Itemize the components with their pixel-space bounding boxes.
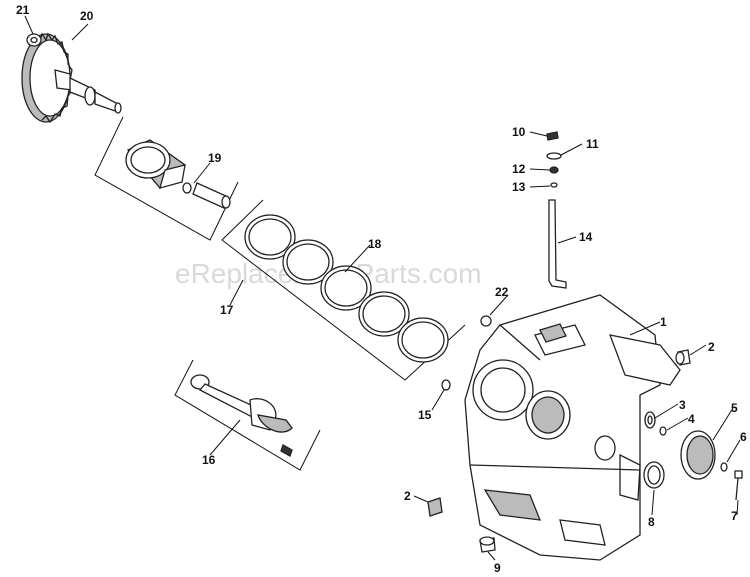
- callout-9: 9: [494, 561, 501, 575]
- callout-21: 14: [579, 230, 593, 244]
- piston-rings: [244, 214, 449, 363]
- piston-pin: [182, 182, 231, 209]
- camshaft: [21, 32, 122, 124]
- oil-seal: [644, 411, 656, 429]
- governor-shaft-parts: [546, 131, 567, 289]
- connecting-rod-bracket: [174, 359, 321, 471]
- bushing: [675, 349, 691, 366]
- callout-15: 20: [80, 9, 94, 23]
- shim-washer: [659, 426, 667, 436]
- leader-lines: [24, 15, 741, 561]
- callout-17: 10: [512, 125, 526, 139]
- dowel-pin: [480, 315, 492, 327]
- callout-6: 6: [740, 430, 747, 444]
- callout-1: 1: [660, 315, 667, 329]
- washer-6: [720, 462, 728, 472]
- callout-labels: 21 20 19 18 17 16 15 22 1 2 3 4 5 6 7 8 …: [16, 3, 747, 575]
- callout-11: 16: [202, 453, 216, 467]
- callout-7: 7: [731, 509, 738, 523]
- drain-plug: [479, 536, 496, 553]
- crankshaft-seal: [643, 461, 665, 489]
- dowel-2: [427, 497, 443, 517]
- callout-3: 3: [679, 398, 686, 412]
- connecting-rod: [190, 374, 293, 457]
- governor-gear: [680, 430, 716, 480]
- callout-10: 15: [418, 408, 432, 422]
- callout-12: 17: [220, 303, 234, 317]
- callout-20: 13: [512, 180, 526, 194]
- callout-14: 19: [208, 151, 222, 165]
- callout-4: 4: [688, 412, 695, 426]
- piston-group-bracket: [94, 116, 239, 241]
- bolt: [734, 470, 743, 501]
- piston: [125, 139, 187, 189]
- thrust-washer: [26, 33, 42, 47]
- crankcase: [464, 294, 681, 561]
- callout-19: 12: [512, 162, 526, 176]
- callout-13: 18: [368, 237, 382, 251]
- dowel-pin-10: [441, 379, 451, 391]
- callout-22: 22: [495, 285, 509, 299]
- callout-2-right: 2: [708, 340, 715, 354]
- callout-5: 5: [731, 401, 738, 415]
- callout-16: 21: [16, 3, 30, 17]
- callout-18: 11: [586, 137, 599, 151]
- callout-8: 8: [648, 515, 655, 529]
- callout-2-left: 2: [404, 489, 411, 503]
